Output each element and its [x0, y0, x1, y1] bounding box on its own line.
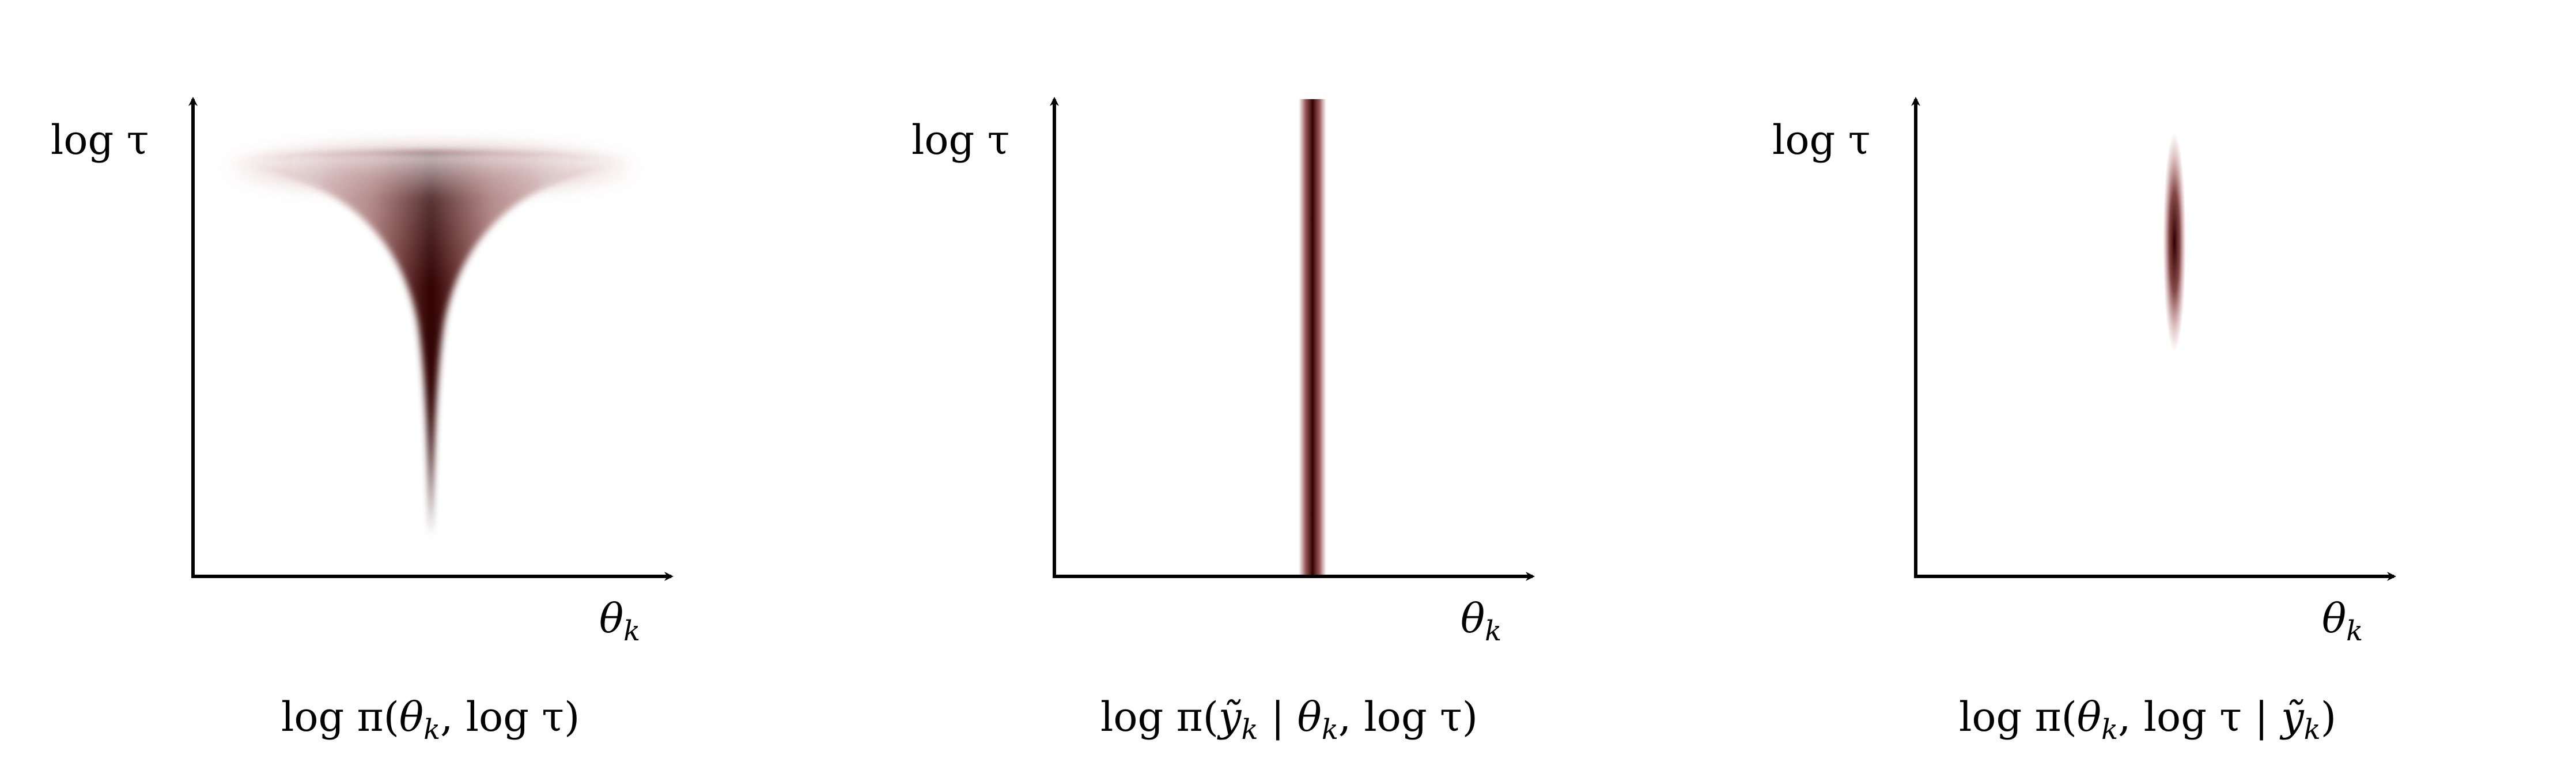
y-axis-label: log τ	[911, 116, 1009, 164]
x-axis-label: θk	[2322, 595, 2363, 647]
funnel-density	[218, 144, 644, 536]
y-axis-label: log τ	[51, 116, 149, 164]
likelihood-band	[1299, 99, 1326, 576]
panel-posterior: log τ θk log π(θk, log τ | ỹk)	[1772, 97, 2396, 746]
x-axis-label: θk	[1461, 595, 1501, 647]
x-axis-label: θk	[599, 595, 640, 647]
panel-joint-prior: log τ θk log π(θk, log τ)	[51, 97, 674, 746]
panel-caption: log π(θk, log τ)	[281, 693, 580, 746]
panel-likelihood: log τ θk log π(ỹk | θk, log τ)	[911, 97, 1535, 746]
panel-caption: log π(θk, log τ | ỹk)	[1959, 693, 2336, 746]
posterior-density	[2163, 133, 2186, 352]
y-axis-label: log τ	[1772, 116, 1870, 164]
panel-caption: log π(ỹk | θk, log τ)	[1100, 693, 1478, 746]
